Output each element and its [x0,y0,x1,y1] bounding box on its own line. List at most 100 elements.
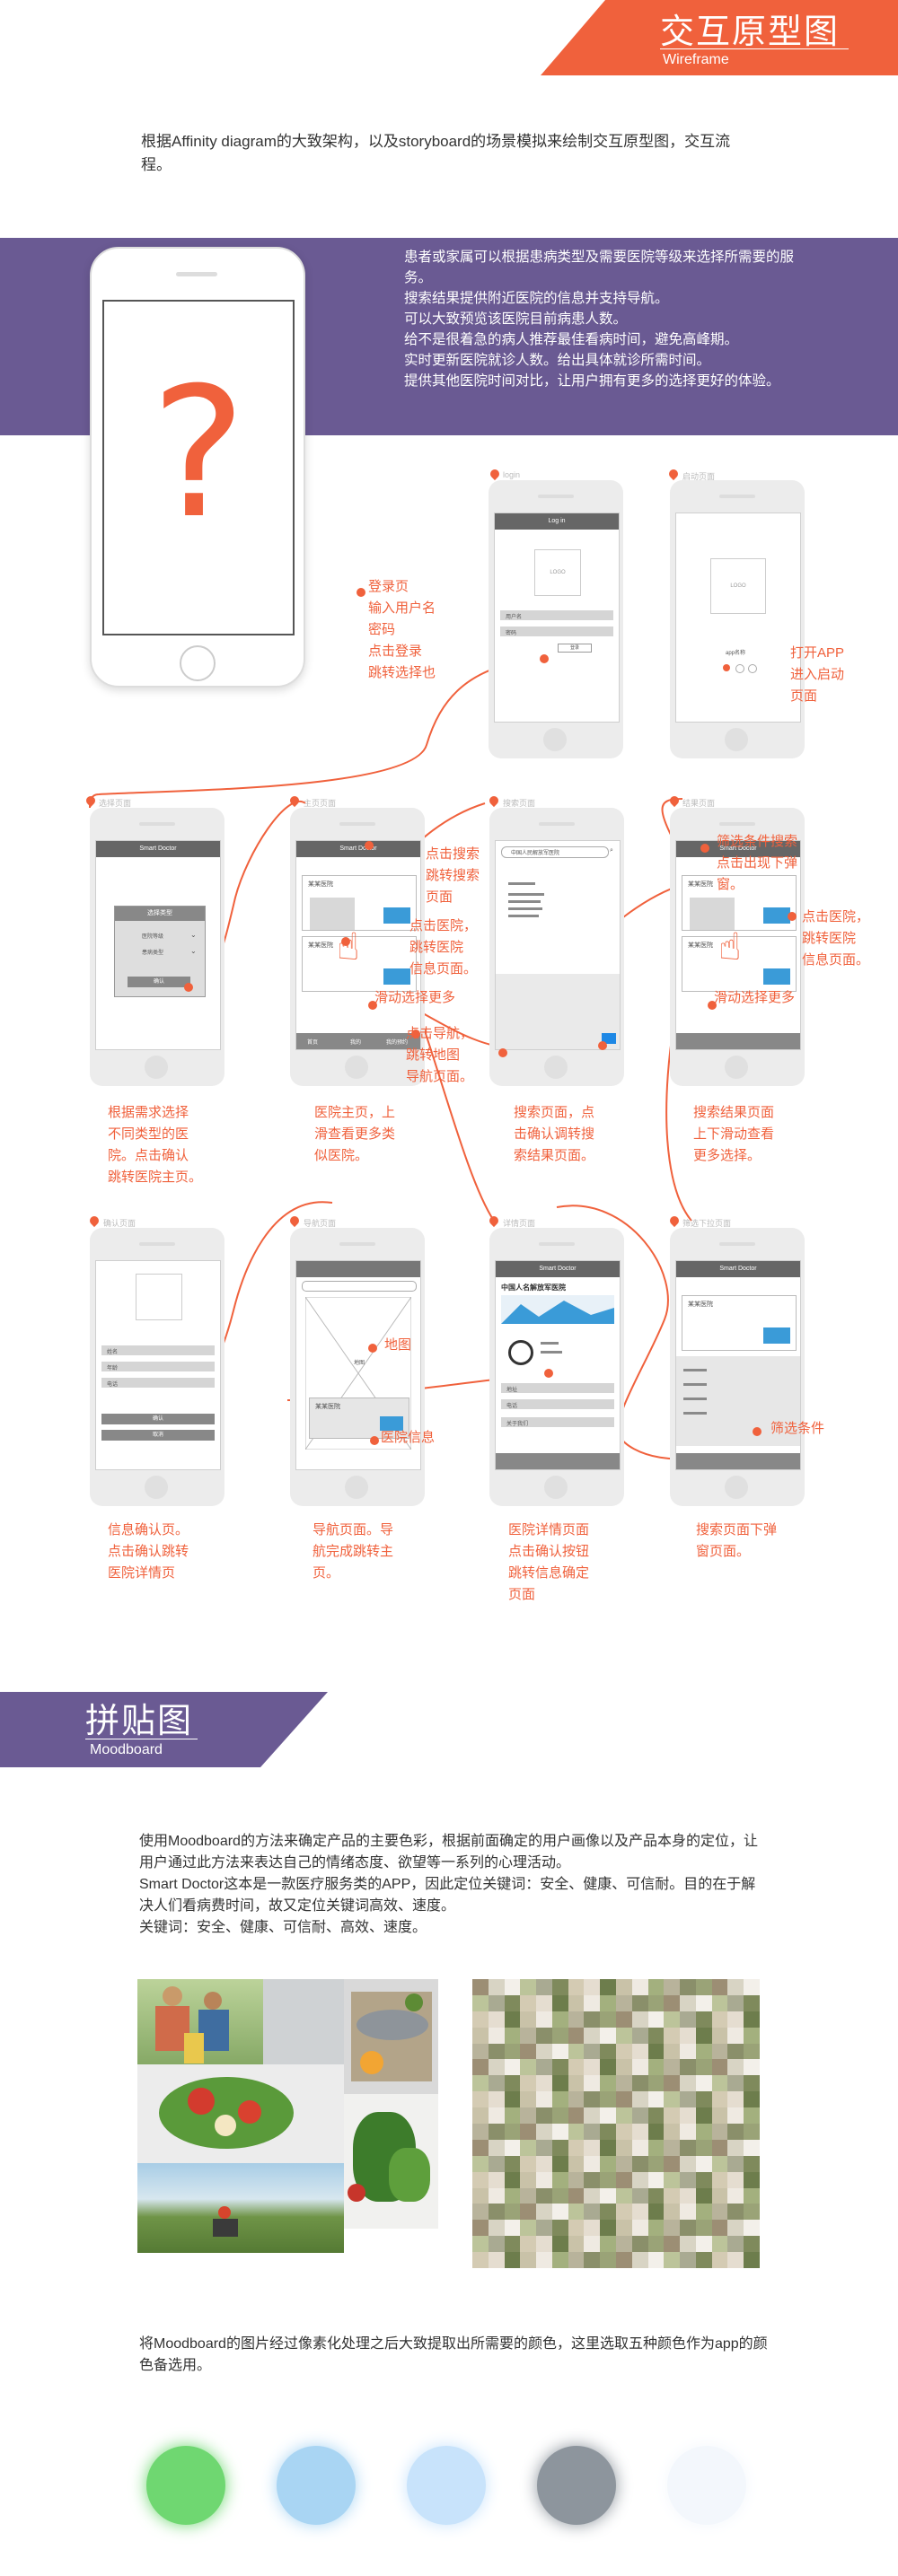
login-button[interactable]: 登录 [558,644,592,653]
pixel-cell [472,2220,489,2237]
pixel-cell [488,2059,505,2076]
pixel-cell [488,2027,505,2044]
disease-type-select[interactable]: 患病类型 [142,951,164,956]
pixel-cell [744,2252,760,2268]
search-input[interactable]: 中国人民解放军医院 [501,846,609,858]
hospital-card[interactable]: 某某医院 [682,936,797,992]
pixel-cell [744,2107,760,2124]
hospital-image [763,907,790,924]
tab-home[interactable]: 首页 [307,1040,319,1046]
pixel-cell [536,2171,552,2188]
requirement-item: 搜索结果提供附近医院的信息并支持导航。 [404,291,669,306]
pixel-cell [727,2204,744,2221]
about-row[interactable]: 关于我们 [501,1417,614,1427]
filter-dropdown[interactable] [676,1356,800,1446]
requirement-item: 实时更新医院就诊人数。给出具体就诊所需时间。 [404,353,711,368]
pixel-cell [520,2204,537,2221]
phone-screen: ? [102,300,295,635]
big-phone-mockup: ? [90,247,305,688]
pixel-cell [680,2204,696,2221]
home-annotation: 医院主页，上滑查看更多类似医院。 [314,1105,396,1163]
annotation-dot [753,1427,762,1436]
password-field[interactable]: 密码 [500,626,613,636]
pixel-cell [488,2252,505,2268]
pixel-cell [551,1979,568,1995]
pixel-cell [680,2075,696,2092]
pixel-cell [616,2187,632,2204]
pixel-cell [600,2171,616,2188]
pixel-cell [680,2236,696,2253]
pixel-cell [551,2171,568,2188]
pixel-cell [647,2124,665,2140]
pixel-cell [551,2027,568,2044]
pixel-cell [472,2075,489,2092]
pixel-cell [472,2124,489,2140]
pixel-cell [488,2220,505,2237]
annotation-dot [357,588,365,597]
pixel-cell [631,2124,648,2140]
pixel-cell [664,2124,681,2140]
tab-mine[interactable]: 我的 [350,1040,362,1046]
hospital-level-select[interactable]: 医院等级 [142,934,164,940]
results-screen: Smart Doctor 某某医院 某某医院 [670,808,805,1086]
pixel-cell [616,2027,632,2044]
age-field[interactable]: 年龄 [101,1362,215,1371]
pixel-cell [584,2027,601,2044]
pixel-cell [631,2236,648,2253]
requirement-item: 提供其他医院时间对比，让用户拥有更多的选择更好的体验。 [404,373,780,389]
pixel-cell [664,2204,681,2221]
pixel-cell [600,2139,616,2156]
pixel-cell [488,2236,505,2253]
login-screen: Log in LOGO 用户名 密码 登录 [489,480,623,758]
address-row[interactable]: 地址 [501,1383,614,1393]
pixel-cell [680,2027,696,2044]
pixel-cell [536,2124,552,2140]
screen-label: 启动页面 [682,472,716,481]
pixel-cell [744,2011,760,2028]
pixel-cell [504,2155,521,2172]
pixel-cell [520,2059,537,2076]
pixel-cell [600,2107,616,2124]
title-divider [660,48,849,49]
pixel-cell [584,2091,601,2108]
pixel-cell [536,2139,552,2156]
intro-text: 根据Affinity diagram的大致架构，以及storyboard的场景模… [141,133,731,173]
pixel-cell [536,2075,552,2092]
confirm-button[interactable]: 确认 [128,977,190,987]
phone-field[interactable]: 电话 [101,1378,215,1388]
pixel-cell [727,2059,744,2076]
pixel-cell [647,2043,665,2060]
name-field[interactable]: 姓名 [101,1345,215,1355]
username-field[interactable]: 用户名 [500,610,613,620]
color-swatch-sky-blue [277,2446,356,2525]
pixel-cell [647,2204,665,2221]
pixel-cell [568,2107,585,2124]
confirm-button[interactable]: 确认 [101,1414,215,1424]
location-pin-icon [666,467,681,481]
hospital-card[interactable]: 某某医院 [302,936,417,992]
pixel-cell [727,2139,744,2156]
pixel-cell [647,1994,665,2011]
pixel-cell [680,2252,696,2268]
tap-point [708,1001,717,1010]
tab-appointments[interactable]: 我的预约 [386,1040,409,1046]
pixel-cell [744,2043,760,2060]
keyboard[interactable] [496,974,620,1049]
cancel-button[interactable]: 取消 [101,1430,215,1441]
tap-point [788,912,797,921]
pixel-cell [616,2107,632,2124]
color-extraction-text: 将Moodboard的图片经过像素化处理之后大致提取出所需要的颜色，这里选取五种… [139,2336,768,2373]
hospital-info-card[interactable]: 某某医院 [309,1398,409,1439]
phone-row[interactable]: 电话 [501,1399,614,1409]
pixel-cell [568,2059,585,2076]
pixel-cell [520,2091,537,2108]
pixel-cell [600,2027,616,2044]
pixel-cell [727,1979,744,1995]
page-subtitle: Wireframe [663,52,729,67]
pixel-cell [664,2059,681,2076]
hospital-card[interactable]: 某某医院 [682,1295,797,1351]
pixel-cell [504,2220,521,2237]
search-input[interactable] [302,1281,417,1292]
search-icon[interactable]: ⌕ [610,847,613,854]
pixel-cell [520,2187,537,2204]
